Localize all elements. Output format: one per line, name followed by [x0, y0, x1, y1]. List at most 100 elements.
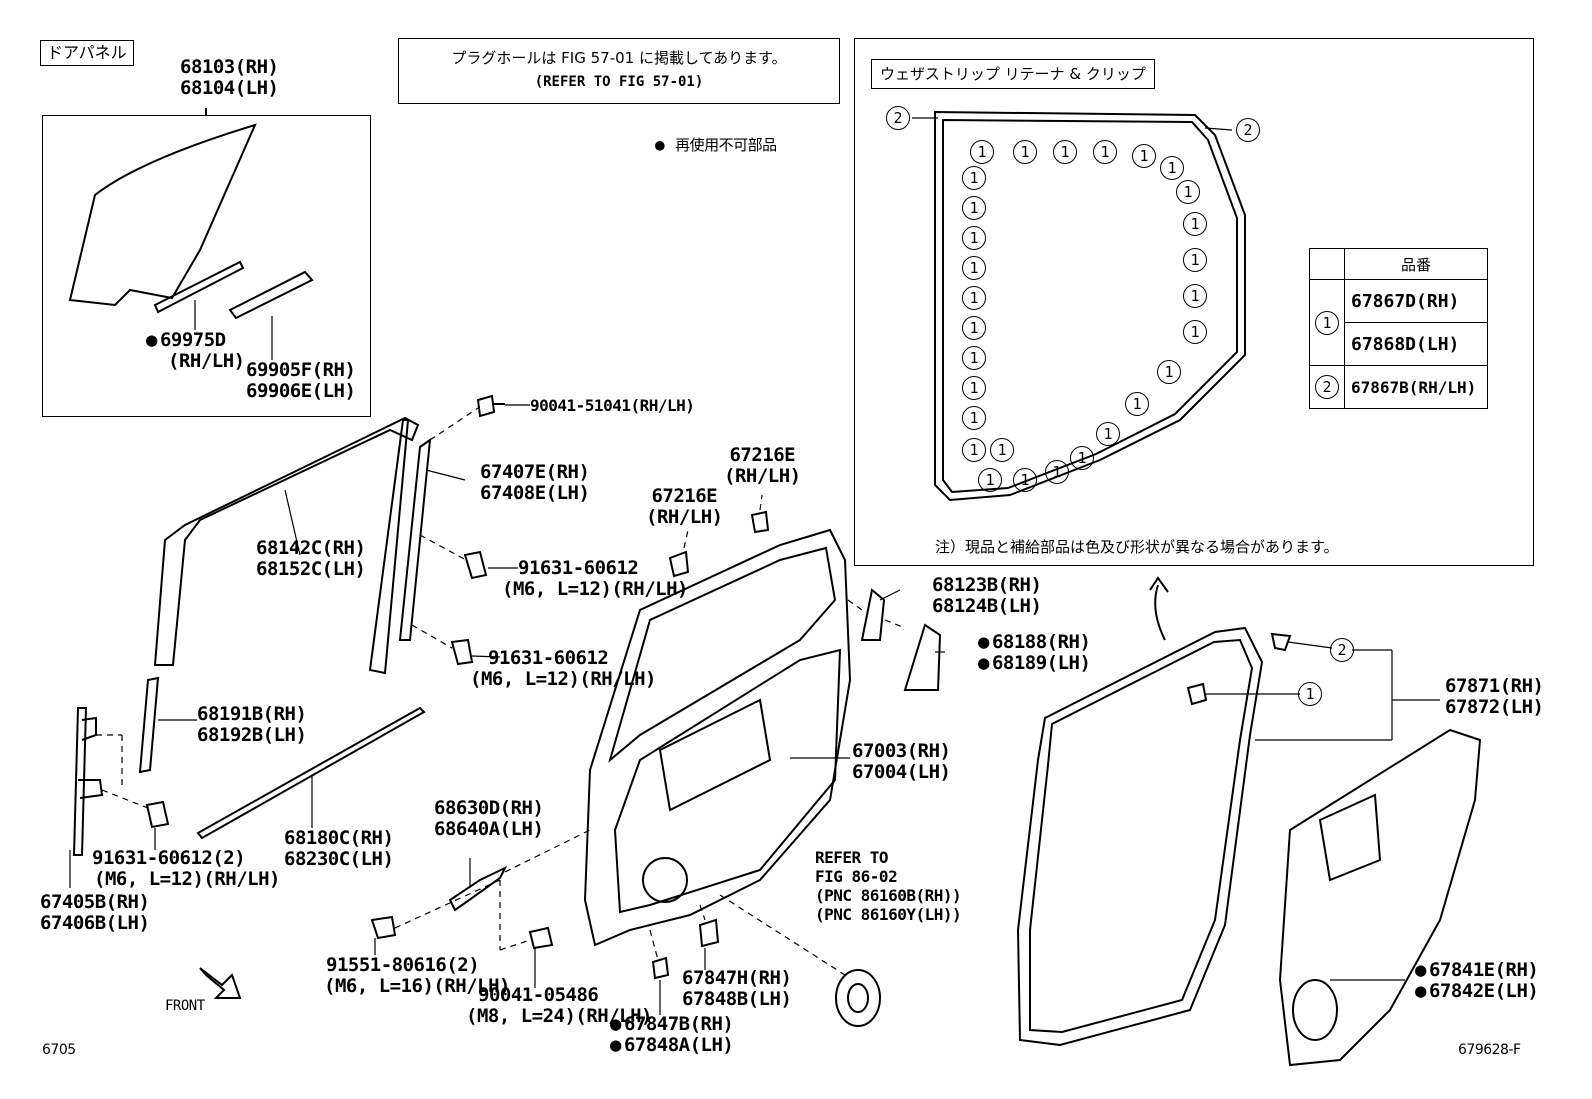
- label-90041-51041: 90041-51041(RH/LH): [530, 396, 695, 415]
- label-68103: 68103(RH)68104(LH): [180, 56, 279, 99]
- retainer-ref-1: 1: [1045, 460, 1069, 484]
- retainer-ref-1: 1: [1096, 422, 1120, 446]
- label-69975: 69975D (RH/LH): [146, 330, 245, 372]
- sash-67405: [72, 707, 88, 856]
- retainer-ref-1: 1: [962, 166, 986, 190]
- label-67003: 67003(RH)67004(LH): [852, 740, 951, 783]
- retainer-ref-2-right: 2: [1236, 118, 1260, 142]
- weatherstrip-title-box: ウェザストリップ リテーナ & クリップ: [871, 59, 1155, 89]
- weatherstrip-ref-1: 1: [1298, 682, 1322, 706]
- clip-67847-b: [651, 956, 670, 980]
- bolt-91631-c: [145, 800, 170, 829]
- retainer-ref-1: 1: [962, 196, 986, 220]
- retainer-ref-1: 1: [962, 376, 986, 400]
- retainer-ref-1: 1: [1053, 140, 1077, 164]
- label-68630: 68630D(RH)68640A(LH): [434, 797, 544, 840]
- page-code: 6705: [42, 1042, 76, 1058]
- retainer-ref-1: 1: [962, 346, 986, 370]
- front-label: FRONT: [165, 998, 205, 1014]
- non-reusable-legend-label: 再使用不可部品: [675, 136, 777, 154]
- retainer-ref-1: 1: [962, 406, 986, 430]
- retainer-ref-1: 1: [1125, 392, 1149, 416]
- glass-run-strip: [228, 270, 314, 320]
- label-91631-c: 91631-60612(2)(M6, L=12)(RH/LH): [92, 847, 280, 890]
- clip-67867d-small: [1186, 682, 1208, 706]
- label-67847h: 67847H(RH)67848B(LH): [682, 967, 792, 1010]
- retainer-ref-2-left: 2: [886, 106, 910, 130]
- flip-arrow: [1149, 576, 1169, 641]
- door-panel-tag-label: ドアパネル: [47, 43, 127, 62]
- clip-67847-h: [698, 918, 720, 948]
- label-67216-a: 67216E(RH/LH): [646, 485, 723, 528]
- retainer-ref-1: 1: [962, 286, 986, 310]
- retainer-ref-1: 1: [1183, 284, 1207, 308]
- label-91631-a: 91631-60612(M6, L=12)(RH/LH): [502, 557, 688, 600]
- retainer-ref-1: 1: [962, 316, 986, 340]
- bolt-91631-a: [463, 550, 488, 580]
- retainer-ref-1: 1: [970, 140, 994, 164]
- table-ref-1: 1: [1309, 279, 1345, 366]
- table-part-header: 品番: [1344, 248, 1488, 280]
- bolt-90041-51041: [476, 394, 505, 418]
- retainer-ref-1: 1: [990, 438, 1014, 462]
- label-91551: 91551-80616(2)(M6, L=16)(RH/LH): [324, 954, 510, 997]
- label-68142: 68142C(RH)68152C(LH): [256, 537, 366, 580]
- label-91631-b: 91631-60612(M6, L=12)(RH/LH): [470, 647, 656, 690]
- quarter-piece-68123: [860, 588, 886, 641]
- figure-code: 679628-F: [1458, 1042, 1521, 1058]
- clip-67216-b: [750, 510, 770, 534]
- speaker-ring: [835, 969, 881, 1027]
- retainer-ref-1: 1: [1070, 446, 1094, 470]
- color-shape-note: 注）現品と補給部品は色及び形状が異なる場合があります。: [935, 538, 1339, 556]
- retainer-ref-1: 1: [962, 226, 986, 250]
- door-panel-tag: ドアパネル: [40, 40, 134, 66]
- label-67405: 67405B(RH)67406B(LH): [40, 891, 150, 934]
- door-shell: [583, 528, 852, 947]
- retainer-ref-1: 1: [978, 468, 1002, 492]
- division-bar-68191: [138, 676, 160, 774]
- retainer-ref-1: 1: [1183, 320, 1207, 344]
- glass-subassembly-box: [42, 115, 371, 417]
- retainer-ref-1: 1: [1183, 212, 1207, 236]
- label-68180: 68180C(RH)68230C(LH): [284, 827, 394, 870]
- corner-cover-68188: [903, 623, 942, 691]
- clip-67216-a: [668, 550, 690, 578]
- clip-67867b-small: [1270, 632, 1292, 652]
- retainer-ref-1: 1: [1013, 468, 1037, 492]
- label-67407: 67407E(RH)67408E(LH): [480, 461, 590, 504]
- retainer-ref-1: 1: [1157, 360, 1181, 384]
- label-68188: 68188(RH)68189(LH): [978, 632, 1091, 674]
- retainer-ref-1: 1: [962, 438, 986, 462]
- door-weatherstrip: [1016, 626, 1264, 1047]
- label-67847b: 67847B(RH)67848A(LH): [610, 1014, 734, 1056]
- regulator-68630: [448, 865, 508, 912]
- label-68191: 68191B(RH)68192B(LH): [197, 703, 307, 746]
- bolt-91551: [370, 915, 397, 940]
- parts-reference-table: 品番 1 67867D(RH) 67868D(LH) 2 67867B(RH/L…: [1309, 248, 1488, 409]
- retainer-ref-1: 1: [1183, 248, 1207, 272]
- plug-hole-note: プラグホールは FIG 57-01 に掲載してあります。 (REFER TO F…: [398, 38, 840, 104]
- door-trim-panel: [1278, 728, 1482, 1067]
- plug-hole-note-line1: プラグホールは FIG 57-01 に掲載してあります。: [451, 49, 787, 67]
- table-part-67867d: 67867D(RH): [1344, 279, 1488, 323]
- belt-molding-68180: [196, 706, 426, 840]
- plug-hole-note-line2: (REFER TO FIG 57-01): [534, 74, 704, 90]
- label-67871: 67871(RH)67872(LH): [1445, 675, 1544, 718]
- retainer-ref-1: 1: [1013, 140, 1037, 164]
- retainer-ref-1: 1: [1132, 144, 1156, 168]
- front-arrow-shape: [199, 967, 242, 999]
- table-part-67868d: 67868D(LH): [1344, 322, 1488, 366]
- retainer-ref-1: 1: [962, 256, 986, 280]
- label-68123: 68123B(RH)68124B(LH): [932, 574, 1042, 617]
- table-part-67867b: 67867B(RH/LH): [1344, 365, 1488, 409]
- label-67841: 67841E(RH)67842E(LH): [1415, 960, 1539, 1002]
- door-glass-shape: [68, 123, 257, 307]
- glass-channel-strip: [153, 260, 245, 314]
- non-reusable-legend: ● 再使用不可部品: [655, 135, 777, 154]
- retainer-ref-1: 1: [1176, 180, 1200, 204]
- retainer-ref-1: 1: [1093, 140, 1117, 164]
- weatherstrip-ref-2: 2: [1330, 638, 1354, 662]
